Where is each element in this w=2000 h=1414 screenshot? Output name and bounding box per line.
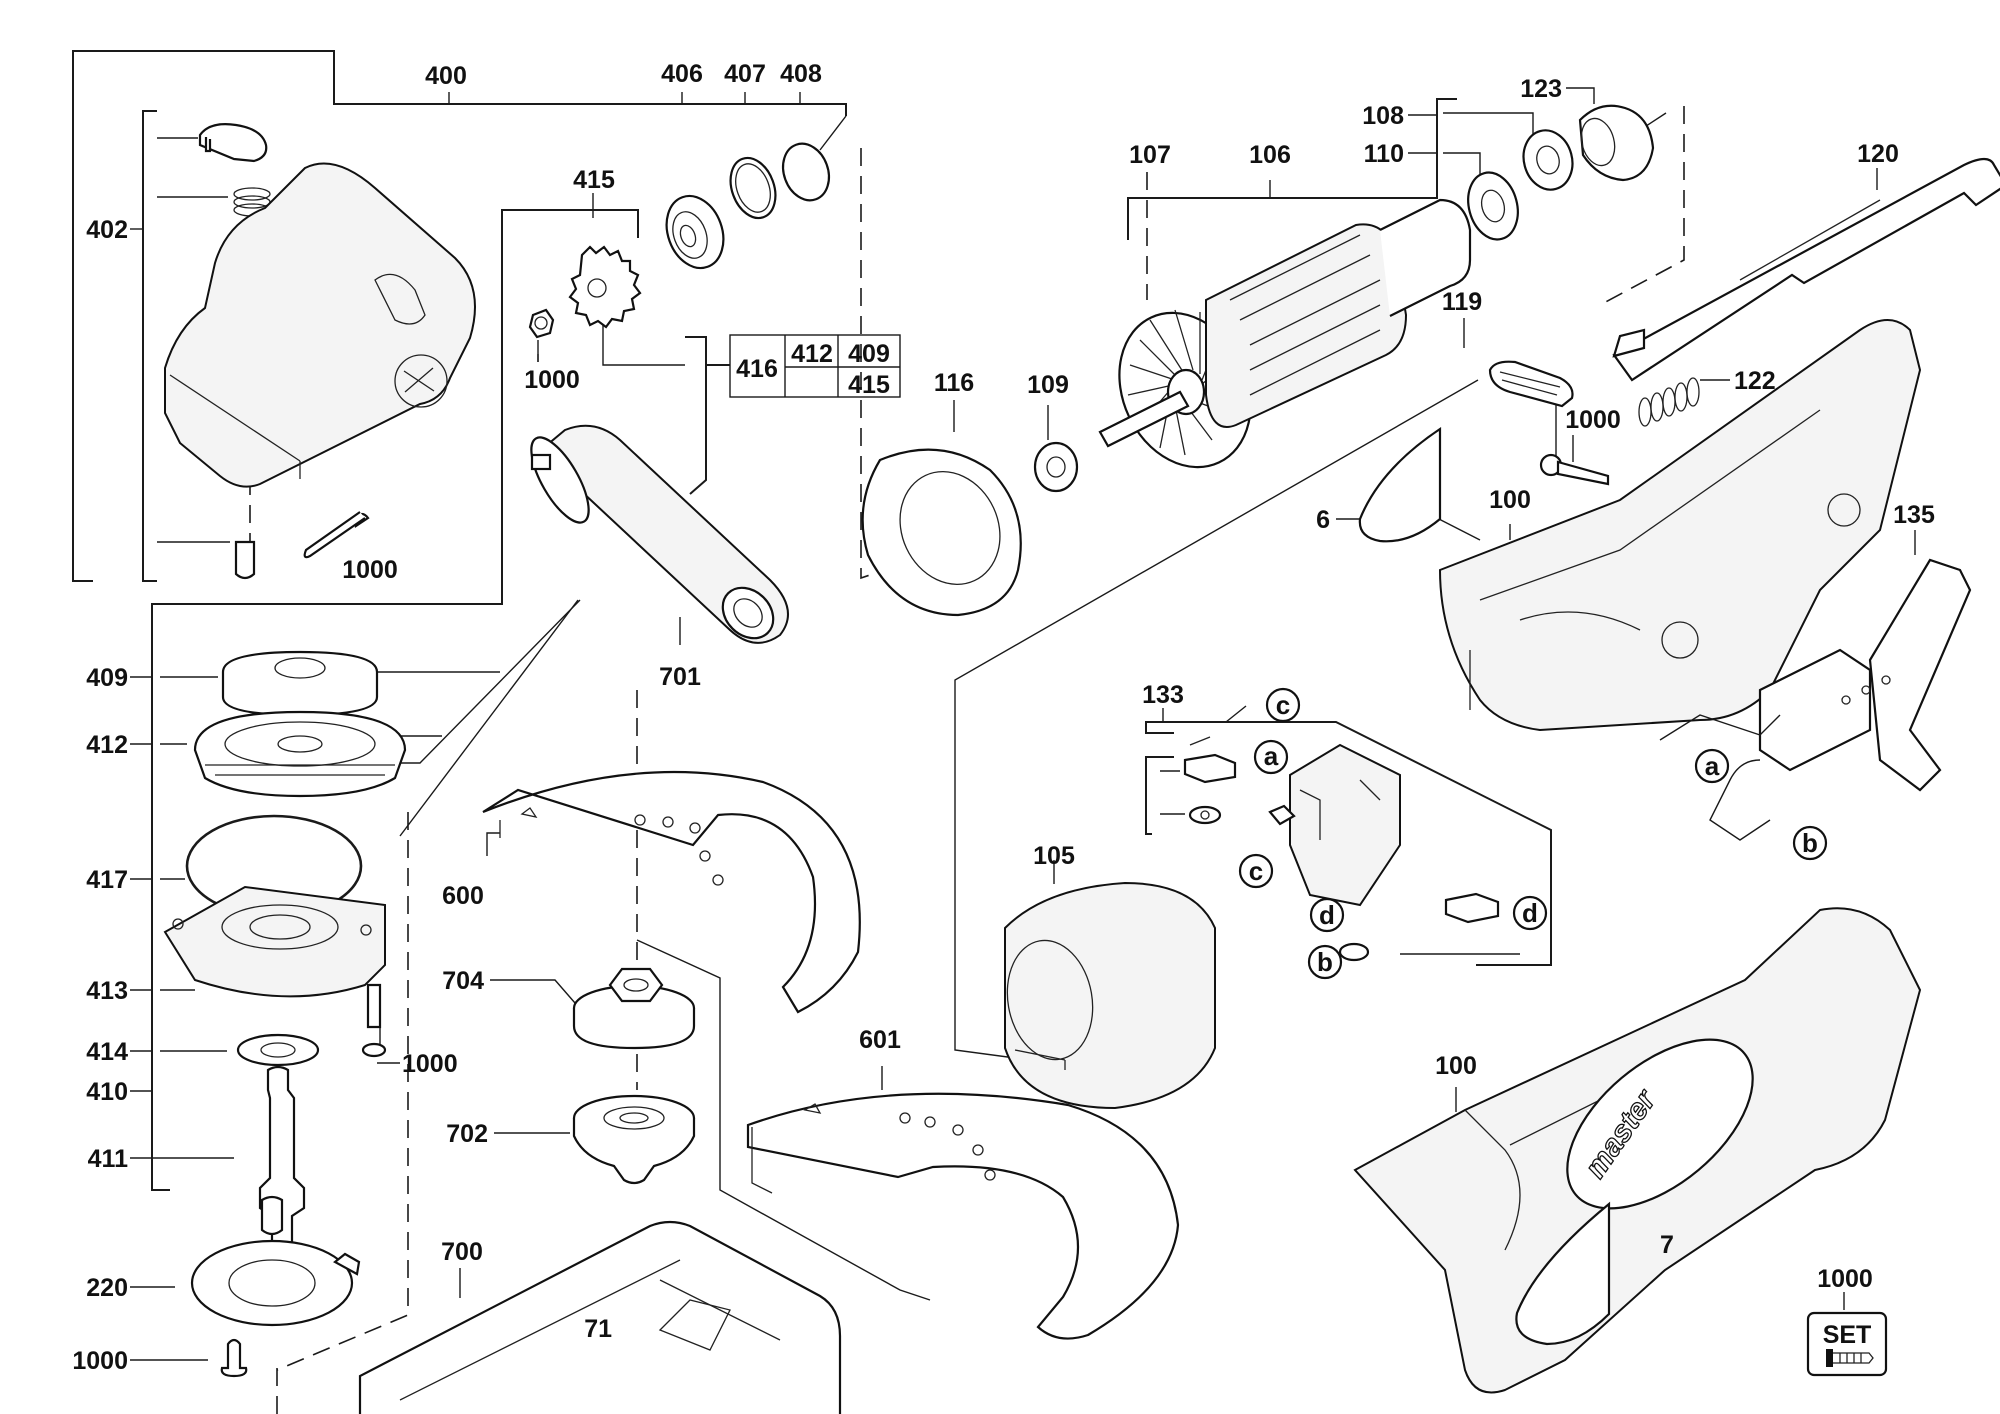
part-label-1000: 1000 bbox=[342, 556, 398, 584]
part-label-1000: 1000 bbox=[524, 366, 580, 394]
part-label-122: 122 bbox=[1734, 367, 1776, 395]
part-label-410: 410 bbox=[86, 1078, 128, 1106]
part-label-116: 116 bbox=[934, 369, 974, 397]
part-label-408: 408 bbox=[780, 60, 822, 88]
part-label-107: 107 bbox=[1129, 141, 1171, 169]
part-label-106: 106 bbox=[1249, 141, 1291, 169]
pinion-gear-set bbox=[528, 142, 831, 339]
callout-a: a bbox=[1694, 748, 1730, 784]
kit-table-cell: 412 bbox=[791, 340, 833, 368]
part-label-105: 105 bbox=[1033, 842, 1075, 870]
part-label-407: 407 bbox=[724, 60, 766, 88]
gear-head-cover bbox=[164, 123, 476, 580]
part-label-1000: 1000 bbox=[1565, 406, 1621, 434]
part-label-409: 409 bbox=[86, 664, 128, 692]
svg-text:b: b bbox=[1317, 947, 1333, 977]
part-label-414: 414 bbox=[86, 1038, 128, 1066]
svg-text:d: d bbox=[1319, 900, 1335, 930]
svg-text:a: a bbox=[1264, 741, 1279, 771]
part-label-701: 701 bbox=[659, 663, 701, 691]
part-label-704: 704 bbox=[442, 967, 484, 995]
spring-icon bbox=[1638, 377, 1700, 427]
part-label-119: 119 bbox=[1442, 288, 1482, 316]
part-label-601: 601 bbox=[859, 1026, 901, 1054]
brush-holder-assembly bbox=[1183, 736, 1500, 962]
part-label-413: 413 bbox=[86, 977, 128, 1005]
callout-c: c bbox=[1265, 687, 1301, 723]
part-label-702: 702 bbox=[446, 1120, 488, 1148]
side-handle bbox=[303, 424, 789, 644]
kit-table-cell: 416 bbox=[736, 355, 778, 383]
callout-b: b bbox=[1792, 825, 1828, 861]
motor-armature-group bbox=[861, 104, 1655, 617]
part-label-411: 411 bbox=[88, 1145, 128, 1173]
part-label-110: 110 bbox=[1364, 140, 1404, 168]
svg-text:c: c bbox=[1276, 690, 1290, 720]
svg-text:d: d bbox=[1522, 898, 1538, 928]
part-label-400: 400 bbox=[425, 62, 467, 90]
wheel-guards-and-flanges bbox=[358, 770, 1180, 1414]
part-label-415: 415 bbox=[573, 166, 615, 194]
part-label-100: 100 bbox=[1489, 486, 1531, 514]
rear-handle-housing: master bbox=[1353, 907, 1922, 1394]
part-label-417: 417 bbox=[86, 866, 128, 894]
svg-text:c: c bbox=[1249, 856, 1263, 886]
part-label-220: 220 bbox=[86, 1274, 128, 1302]
part-label-100: 100 bbox=[1435, 1052, 1477, 1080]
part-label-402: 402 bbox=[86, 216, 128, 244]
screw-icon bbox=[1826, 1349, 1874, 1367]
kit-table: 416 412 409 415 bbox=[729, 334, 901, 399]
part-label-133: 133 bbox=[1142, 681, 1184, 709]
part-label-1000: 1000 bbox=[402, 1050, 458, 1078]
part-label-1000: 1000 bbox=[72, 1347, 128, 1375]
svg-text:a: a bbox=[1705, 751, 1720, 781]
part-label-135: 135 bbox=[1893, 501, 1935, 529]
part-label-7: 7 bbox=[1660, 1231, 1674, 1259]
part-label-120: 120 bbox=[1857, 140, 1899, 168]
callout-d: d bbox=[1309, 897, 1345, 933]
callout-a: a bbox=[1253, 739, 1289, 775]
kit-table-cell: 409 bbox=[848, 340, 890, 368]
kit-table-cell: 415 bbox=[848, 371, 890, 399]
part-label-108: 108 bbox=[1362, 102, 1404, 130]
part-label-700: 700 bbox=[441, 1238, 483, 1266]
set-badge-label: SET bbox=[1823, 1321, 1872, 1349]
set-badge: SET bbox=[1806, 1311, 1888, 1377]
circled-callouts: c a c d b d a b bbox=[1238, 687, 1828, 980]
callout-b: b bbox=[1307, 944, 1343, 980]
part-label-123: 123 bbox=[1520, 75, 1562, 103]
part-label-406: 406 bbox=[661, 60, 703, 88]
callout-d: d bbox=[1512, 895, 1548, 931]
part-label-1000-set: 1000 bbox=[1817, 1265, 1873, 1293]
part-label-600: 600 bbox=[442, 882, 484, 910]
part-label-109: 109 bbox=[1027, 371, 1069, 399]
spindle-bevel-gear-assembly bbox=[163, 650, 407, 1378]
field-stator bbox=[1004, 881, 1216, 1110]
part-label-71: 71 bbox=[584, 1315, 612, 1343]
callout-c: c bbox=[1238, 853, 1274, 889]
part-label-412: 412 bbox=[86, 731, 128, 759]
svg-text:b: b bbox=[1802, 828, 1818, 858]
switch-and-housing-group bbox=[1358, 157, 2000, 841]
part-labels: 400 406 407 408 402 415 1000 1000 409 41… bbox=[72, 60, 1935, 1375]
part-label-6: 6 bbox=[1316, 506, 1330, 534]
